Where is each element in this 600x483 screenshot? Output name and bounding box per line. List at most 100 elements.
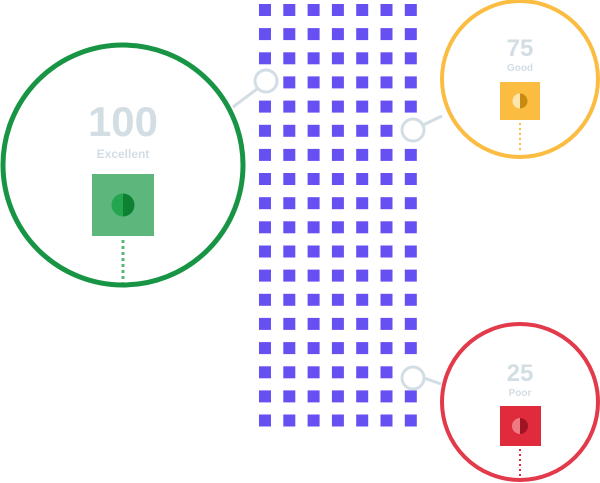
- grid-square: [331, 390, 344, 403]
- excellent-grid-highlight-ring: [253, 68, 279, 94]
- grid-square: [356, 390, 369, 403]
- grid-square: [331, 28, 344, 41]
- grid-square: [283, 76, 296, 89]
- grid-square: [259, 197, 271, 210]
- poor-dot-right-half: [520, 418, 528, 434]
- grid-square: [283, 293, 296, 306]
- grid-square: [259, 124, 271, 137]
- grid-square: [283, 317, 296, 330]
- grid-square: [331, 414, 344, 427]
- grid-square: [283, 28, 296, 41]
- grid-square: [356, 366, 369, 379]
- grid-square: [307, 28, 320, 41]
- grid-square: [259, 28, 271, 41]
- grid-square: [331, 148, 344, 161]
- grid-square: [331, 293, 344, 306]
- good-grid-highlight-ring: [400, 117, 426, 143]
- grid-square: [331, 317, 344, 330]
- grid-square: [307, 173, 320, 185]
- grid-square: [331, 221, 344, 234]
- grid-square: [380, 4, 393, 16]
- grid-square: [356, 52, 369, 65]
- grid-square: [283, 4, 296, 16]
- grid-square: [380, 28, 393, 41]
- rating-excellent: 100 Excellent: [0, 42, 279, 288]
- grid-square: [356, 197, 369, 210]
- grid-square: [404, 342, 417, 355]
- excellent-circle: [0, 42, 246, 288]
- grid-square: [331, 245, 344, 258]
- grid-square: [380, 148, 393, 161]
- grid-square: [331, 366, 344, 379]
- grid-square: [380, 245, 393, 258]
- grid-square: [283, 221, 296, 234]
- grid-square: [356, 245, 369, 258]
- grid-square: [307, 269, 320, 282]
- grid-square: [259, 221, 271, 234]
- grid-square: [259, 52, 271, 65]
- grid-square: [307, 148, 320, 161]
- grid-square: [307, 221, 320, 234]
- grid-square: [283, 100, 296, 113]
- grid-square: [331, 100, 344, 113]
- poor-score: 25: [507, 360, 534, 387]
- grid-square: [356, 293, 369, 306]
- grid-square: [283, 245, 296, 258]
- grid-square: [283, 342, 296, 355]
- poor-grid-highlight-ring: [400, 365, 426, 391]
- grid-square: [259, 269, 271, 282]
- grid-square: [404, 197, 417, 210]
- grid-square: [404, 390, 417, 403]
- grid-square: [404, 293, 417, 306]
- grid-square: [356, 269, 369, 282]
- grid-square: [259, 245, 271, 258]
- grid-square: [307, 414, 320, 427]
- grid-square: [331, 197, 344, 210]
- grid-square: [404, 317, 417, 330]
- grid-square: [283, 173, 296, 185]
- grid-square: [404, 4, 417, 16]
- excellent-label: Excellent: [97, 147, 150, 161]
- grid-square: [283, 124, 296, 137]
- grid-square: [259, 317, 271, 330]
- grid-square: [331, 173, 344, 185]
- excellent-dot-left-half: [111, 193, 123, 217]
- grid-square: [404, 28, 417, 41]
- rating-poor: 25 Poor: [400, 322, 600, 482]
- grid-square: [356, 124, 369, 137]
- grid-square: [356, 76, 369, 89]
- grid-square: [380, 76, 393, 89]
- grid-square: [404, 414, 417, 427]
- grid-square: [380, 100, 393, 113]
- poor-dot-left-half: [512, 418, 520, 434]
- grid-square: [380, 197, 393, 210]
- grid-square: [259, 342, 271, 355]
- grid-square: [331, 4, 344, 16]
- grid-square: [331, 52, 344, 65]
- grid-square: [283, 390, 296, 403]
- good-score: 75: [507, 35, 534, 62]
- grid-square: [380, 173, 393, 185]
- good-dot-right-half: [520, 93, 528, 109]
- grid-square: [380, 317, 393, 330]
- excellent-score: 100: [88, 98, 158, 145]
- grid-square: [380, 414, 393, 427]
- grid-square: [404, 100, 417, 113]
- grid-square: [380, 342, 393, 355]
- grid-square: [283, 366, 296, 379]
- poor-connector-line: [423, 376, 442, 386]
- grid-square: [307, 76, 320, 89]
- good-connector-line: [422, 114, 443, 127]
- grid-square: [356, 100, 369, 113]
- grid-square: [356, 28, 369, 41]
- grid-square: [380, 52, 393, 65]
- grid-square: [380, 390, 393, 403]
- grid-square: [404, 269, 417, 282]
- grid-square: [307, 245, 320, 258]
- grid-square: [307, 390, 320, 403]
- grid-square: [404, 173, 417, 185]
- grid-square: [283, 414, 296, 427]
- grid-square: [307, 293, 320, 306]
- excellent-half-dot-icon: [111, 193, 135, 217]
